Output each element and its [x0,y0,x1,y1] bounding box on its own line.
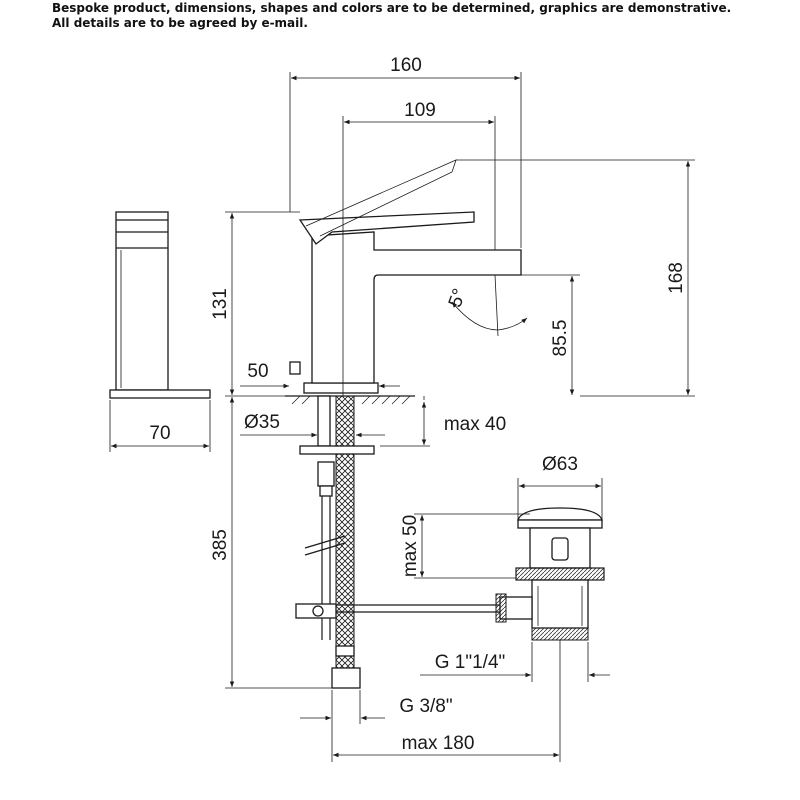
dim-lever-angle: 5° [445,286,471,310]
faucet-lever [298,211,475,245]
dim-spout-height: 85.5 [550,320,571,357]
dim-max-drain-distance: max 180 [402,733,475,754]
mounting-shank [317,395,331,447]
dim-spout-reach: 109 [404,100,436,121]
dim-overall-width: 160 [390,55,422,76]
braided-hose [335,395,355,671]
drain-thread [531,627,589,641]
dim-drain-max: max 50 [400,515,421,577]
pop-up-rod [289,361,301,375]
drain-cap [517,507,603,521]
faucet-body [311,231,522,384]
side-view-body [115,211,169,391]
dim-side-width: 70 [149,423,170,444]
front-view: 160 109 168 85.5 131 50 [210,55,695,405]
dim-body-height: 131 [210,288,231,320]
notice-line-1: Bespoke product, dimensions, shapes and … [52,1,732,15]
side-view-base [109,389,211,399]
notice-line-2: All details are to be agreed by e-mail. [52,16,308,30]
dim-max-deck: max 40 [444,414,506,435]
supply-assembly: Ø35 max 40 385 G 3/8" [210,395,506,762]
lever-raised-outline [305,159,457,237]
dim-hole-diameter: Ø35 [244,412,280,433]
dim-hose-thread: G 3/8" [399,696,452,717]
side-view: 70 [109,211,211,452]
dim-hose-length: 385 [210,529,231,561]
hose-connector [331,667,361,689]
dim-base-offset: 50 [247,361,268,382]
fixing-nut [317,461,335,487]
dim-drain-thread: G 1"1/4" [435,652,506,673]
faucet-base [303,382,379,394]
dim-total-height: 168 [666,262,687,294]
pop-up-waste: Ø63 max 50 G 1"1/4" max 180 [333,454,610,762]
fixing-plate [299,445,375,455]
drain-nut [515,567,605,581]
dim-drain-diameter: Ø63 [542,454,578,475]
